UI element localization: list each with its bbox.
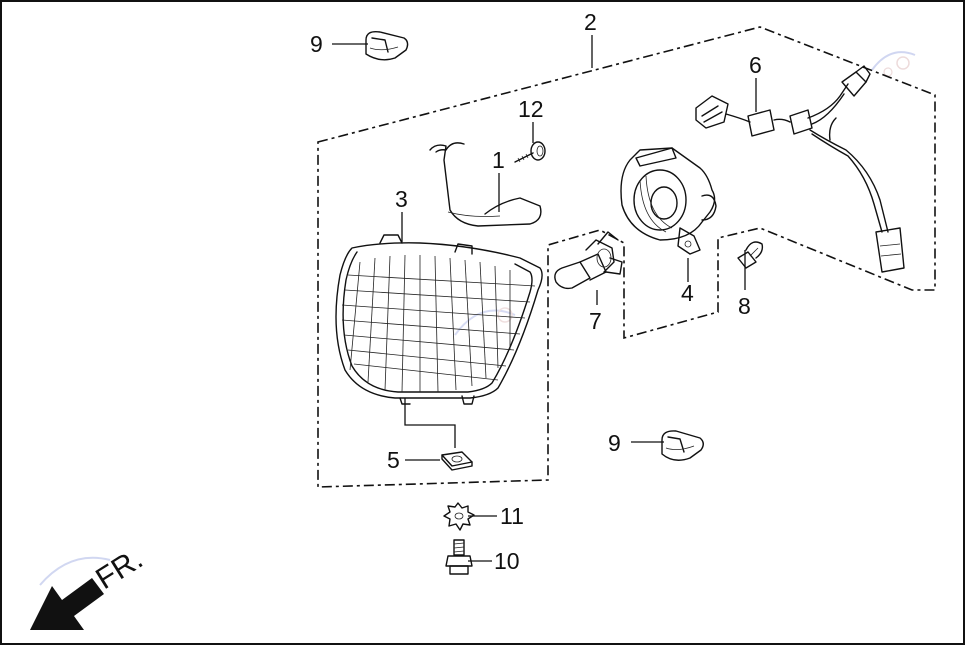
callout-12: 12 [518, 96, 544, 122]
callout-5: 5 [387, 447, 400, 473]
clip-nut-bottom [661, 430, 704, 461]
callout-8: 8 [738, 293, 751, 319]
headlight-wire-bracket [429, 142, 542, 227]
callout-9-top: 9 [310, 31, 323, 57]
lock-washer [443, 502, 475, 531]
headlight-lens-grid [341, 254, 536, 393]
headlight-bulb [554, 231, 623, 290]
callout-6: 6 [749, 52, 762, 78]
headlight-unit [335, 234, 543, 405]
callout-3: 3 [395, 186, 408, 212]
callout-7: 7 [589, 308, 602, 334]
dust-cover [620, 147, 717, 255]
clip-nut-top [365, 30, 409, 61]
callout-11: 11 [500, 503, 524, 529]
callout-2: 2 [584, 9, 597, 35]
wire-harness [695, 65, 905, 273]
callout-10: 10 [494, 548, 520, 574]
front-direction-arrow-icon [30, 578, 104, 630]
leader-lines [332, 35, 757, 562]
assembly-outline [317, 26, 936, 488]
screw [514, 141, 546, 163]
position-bulb [737, 241, 764, 269]
callout-1: 1 [492, 147, 505, 173]
flange-bolt [445, 539, 473, 575]
callout-9-bottom: 9 [608, 430, 621, 456]
watermark-logo-bottom [39, 556, 111, 586]
callout-4: 4 [681, 280, 694, 306]
square-nut [441, 451, 473, 471]
